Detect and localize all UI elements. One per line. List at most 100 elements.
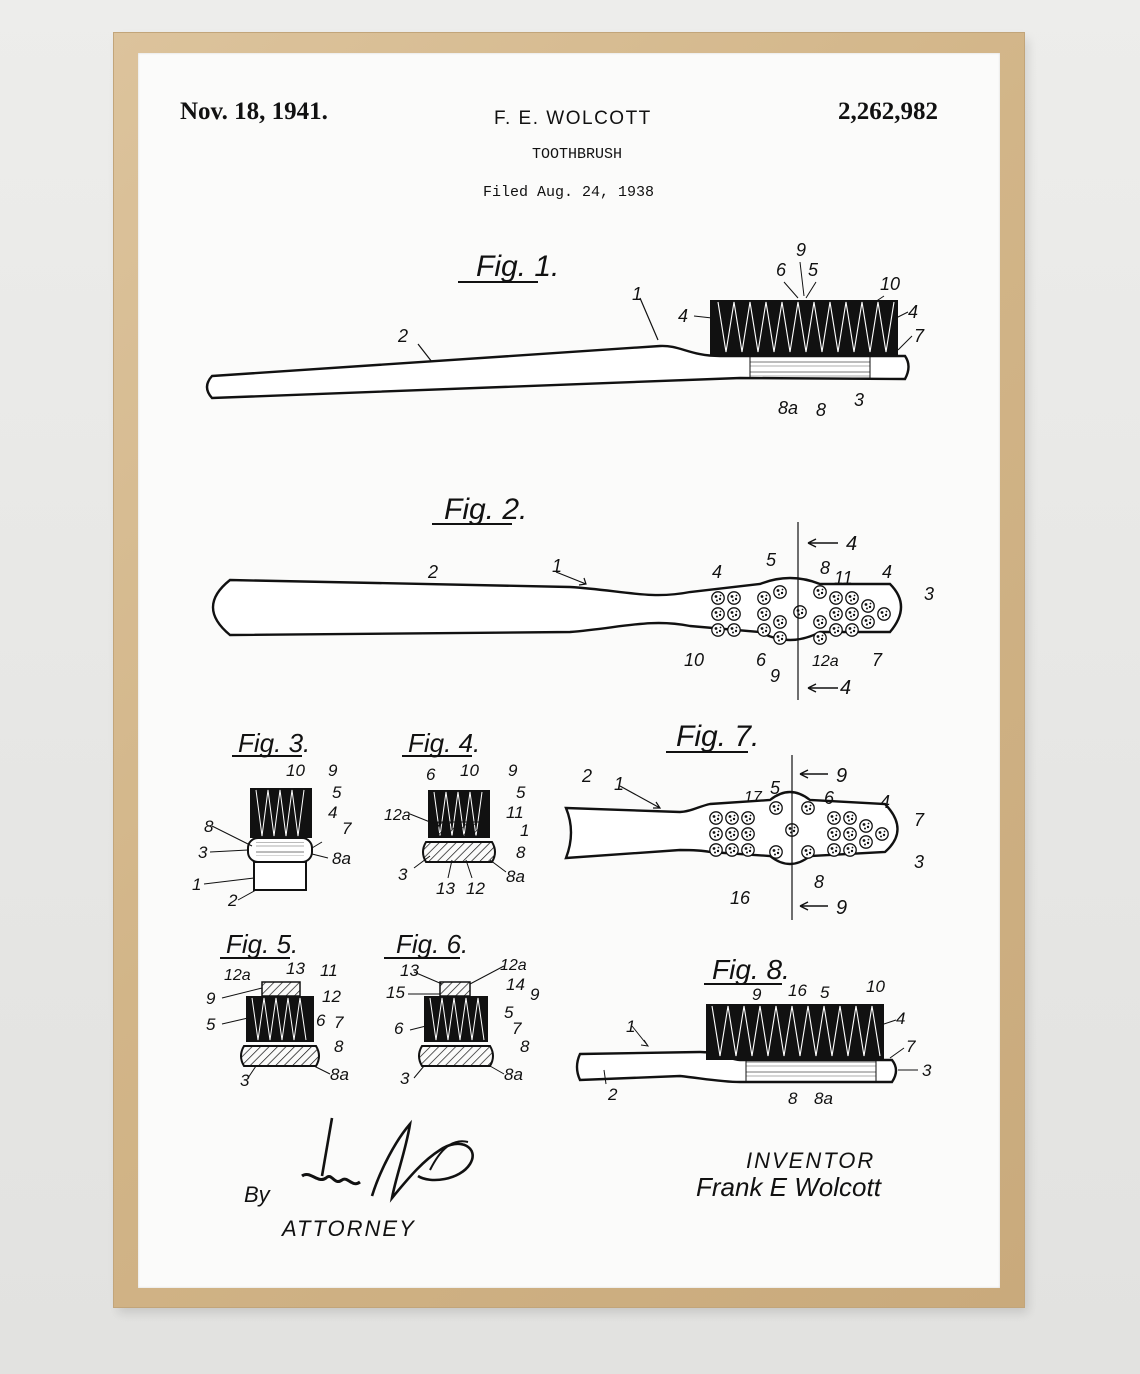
fig1-label: 3 bbox=[854, 390, 864, 410]
fig2-label: 3 bbox=[924, 584, 934, 604]
attorney-signature: By ATTORNEY bbox=[244, 1117, 474, 1241]
fig1-label: 7 bbox=[914, 326, 925, 346]
fig5-label: 12a bbox=[224, 967, 251, 984]
fig1-label: 1 bbox=[632, 284, 642, 304]
fig8-label: 1 bbox=[626, 1017, 635, 1036]
fig2-label: 5 bbox=[766, 550, 777, 570]
figure-8: Fig. 8. 9 16 5 10 1 4 7 3 2 8 8a bbox=[575, 954, 932, 1108]
patent-title: TOOTHBRUSH bbox=[532, 146, 623, 163]
fig1-label: 8 bbox=[816, 400, 826, 420]
fig8-label: 10 bbox=[866, 977, 885, 996]
fig2-label: 1 bbox=[552, 556, 562, 576]
fig6-label: 3 bbox=[400, 1069, 410, 1088]
fig7-label: 5 bbox=[770, 778, 781, 798]
inventor-caption: INVENTOR bbox=[746, 1148, 875, 1173]
fig2-label: 10 bbox=[684, 650, 704, 670]
fig7-label: 6 bbox=[824, 788, 835, 808]
fig5-label: 3 bbox=[240, 1071, 250, 1090]
fig5-label: 6 bbox=[316, 1011, 326, 1030]
fig8-label: 3 bbox=[922, 1061, 932, 1080]
fig7-label: 9 bbox=[836, 765, 847, 787]
fig5-label: 13 bbox=[286, 959, 305, 978]
fig6-label: 14 bbox=[506, 975, 525, 994]
figure-5-bristles bbox=[246, 996, 314, 1042]
fig7-label: 1 bbox=[614, 774, 624, 794]
fig7-label: 8 bbox=[814, 872, 824, 892]
fig8-label: 8a bbox=[814, 1089, 833, 1108]
fig6-label: 15 bbox=[386, 983, 405, 1002]
figure-6-title: Fig. 6. bbox=[396, 929, 468, 959]
fig8-label: 2 bbox=[607, 1085, 618, 1104]
inventor-signature-block: INVENTOR Frank E Wolcott bbox=[696, 1148, 883, 1202]
fig5-label: 8 bbox=[334, 1037, 344, 1056]
fig5-label: 5 bbox=[206, 1015, 216, 1034]
fig4-label: 8a bbox=[506, 867, 525, 886]
fig5-label: 9 bbox=[206, 989, 216, 1008]
figure-8-title: Fig. 8. bbox=[712, 954, 790, 985]
fig8-label: 16 bbox=[788, 981, 807, 1000]
figure-1-title: Fig. 1. bbox=[476, 250, 559, 283]
fig1-label: 9 bbox=[796, 240, 806, 260]
fig6-label: 13 bbox=[400, 961, 419, 980]
figure-5: Fig. 5. 12a 13 11 9 12 5 6 7 8 3 8a bbox=[206, 929, 349, 1090]
patent-number: 2,262,982 bbox=[838, 98, 938, 125]
fig7-label: 7 bbox=[914, 810, 925, 830]
fig6-label: 7 bbox=[512, 1019, 522, 1038]
fig3-label: 1 bbox=[192, 875, 201, 894]
fig2-label: 6 bbox=[756, 650, 767, 670]
fig1-label: 5 bbox=[808, 260, 819, 280]
patent-date: Nov. 18, 1941. bbox=[180, 98, 328, 125]
fig5-label: 8a bbox=[330, 1065, 349, 1084]
fig1-label: 2 bbox=[397, 326, 408, 346]
fig8-label: 9 bbox=[752, 985, 762, 1004]
figure-2-title: Fig. 2. bbox=[444, 493, 527, 526]
fig1-label: 4 bbox=[908, 302, 918, 322]
fig3-label: 9 bbox=[328, 761, 338, 780]
fig3-label: 2 bbox=[227, 891, 238, 910]
fig2-label: 4 bbox=[846, 533, 857, 555]
fig2-label: 7 bbox=[872, 650, 883, 670]
fig3-label: 8 bbox=[204, 817, 214, 836]
fig3-label: 10 bbox=[286, 761, 305, 780]
fig1-label: 4 bbox=[678, 306, 688, 326]
figure-3: Fig. 3. 10 9 5 4 7 8 3 8a 1 2 bbox=[192, 728, 352, 910]
figure-2: Fig. 2. 4 5 8 11 4 3 1 2 4 10 6 9 12a 7 … bbox=[212, 493, 934, 700]
fig2-label: 11 bbox=[834, 568, 853, 588]
fig3-label: 5 bbox=[332, 783, 342, 802]
fig6-label: 6 bbox=[394, 1019, 404, 1038]
fig4-label: 11 bbox=[506, 803, 524, 822]
figure-7: Fig. 7. 9 2 1 17 5 6 4 7 3 16 8 9 bbox=[564, 720, 925, 920]
inventor-name: F. E. WOLCOTT bbox=[494, 108, 652, 129]
fig4-label: 1 bbox=[520, 821, 529, 840]
fig8-label: 4 bbox=[896, 1009, 905, 1028]
figure-4-title: Fig. 4. bbox=[408, 728, 480, 758]
fig4-label: 5 bbox=[516, 783, 526, 802]
fig3-label: 3 bbox=[198, 843, 208, 862]
fig4-label: 6 bbox=[426, 765, 436, 784]
figure-4: Fig. 4. 6 10 9 5 12a 11 1 8 3 13 12 8a bbox=[384, 728, 529, 898]
fig4-label: 3 bbox=[398, 865, 408, 884]
fig8-label: 5 bbox=[820, 983, 830, 1002]
fig7-label: 9 bbox=[836, 897, 847, 919]
fig5-label: 11 bbox=[320, 961, 338, 980]
fig6-label: 9 bbox=[530, 985, 540, 1004]
figure-7-title: Fig. 7. bbox=[676, 720, 759, 753]
fig2-label: 4 bbox=[840, 677, 851, 699]
fig2-label: 12a bbox=[812, 653, 839, 670]
inventor-signature: Frank E Wolcott bbox=[696, 1172, 883, 1202]
fig3-label: 8a bbox=[332, 849, 351, 868]
figure-3-title: Fig. 3. bbox=[238, 728, 310, 758]
fig4-label: 10 bbox=[460, 761, 479, 780]
fig2-label: 2 bbox=[427, 562, 438, 582]
fig2-label: 4 bbox=[712, 562, 722, 582]
figure-1-handle bbox=[205, 344, 910, 400]
fig1-label: 10 bbox=[880, 274, 900, 294]
fig4-label: 9 bbox=[508, 761, 518, 780]
fig4-label: 13 bbox=[436, 879, 455, 898]
fig4-label: 12 bbox=[466, 879, 485, 898]
filed-date: Filed Aug. 24, 1938 bbox=[483, 184, 655, 201]
attorney-caption: ATTORNEY bbox=[280, 1216, 416, 1241]
fig8-label: 8 bbox=[788, 1089, 798, 1108]
fig7-label: 17 bbox=[744, 789, 763, 806]
